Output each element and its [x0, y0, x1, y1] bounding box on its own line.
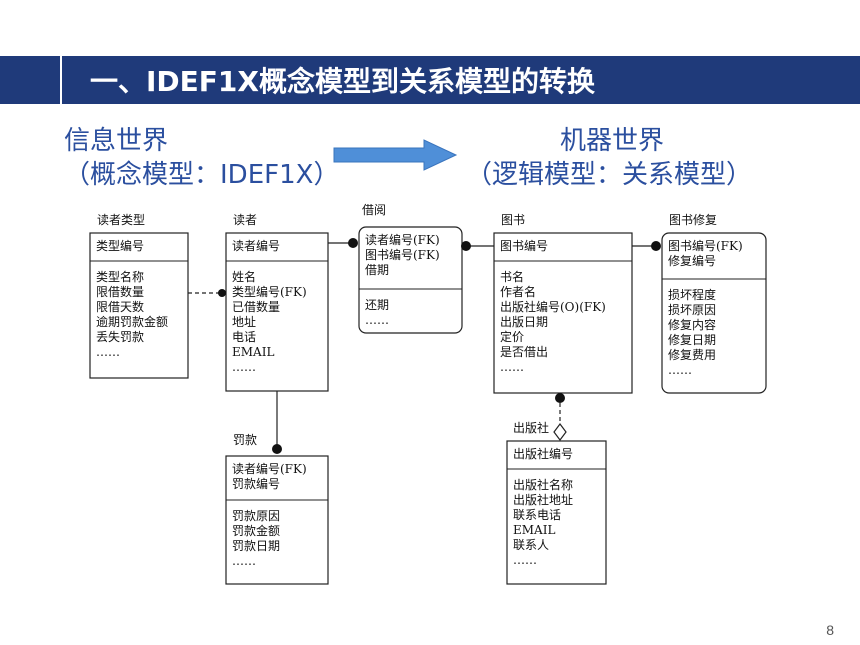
- non-key-attr: 出版日期: [500, 315, 548, 329]
- left-heading-line2: （概念模型：IDEF1X）: [64, 160, 339, 190]
- many-dot-icon: [272, 444, 282, 454]
- entity-name: 读者: [233, 213, 257, 227]
- title-bar: [62, 56, 860, 104]
- entity-book: 图书图书编号书名作者名出版社编号(O)(FK)出版日期定价是否借出……: [493, 213, 633, 394]
- primary-key-attr: 罚款编号: [232, 476, 280, 491]
- non-key-attr: ……: [668, 363, 692, 377]
- primary-key-attr: 出版社编号: [513, 446, 573, 461]
- non-key-attr: 损坏程度: [668, 287, 716, 302]
- primary-key-attr: 图书编号(FK): [365, 247, 440, 262]
- primary-key-attr: 图书编号(FK): [668, 238, 743, 253]
- non-key-attr: 罚款金额: [232, 523, 280, 538]
- non-key-attr: 作者名: [500, 284, 536, 299]
- non-key-attr: 修复费用: [668, 347, 716, 362]
- non-key-attr: ……: [232, 360, 256, 374]
- non-key-attr: 联系电话: [513, 508, 561, 522]
- non-key-attr: 出版社名称: [513, 477, 573, 492]
- non-key-attr: EMAIL: [513, 523, 555, 537]
- left-heading-suffix: ）: [313, 160, 340, 190]
- non-key-attr: 修复日期: [668, 332, 716, 347]
- non-key-attr: ……: [365, 313, 389, 327]
- non-key-attr: 丢失罚款: [96, 329, 144, 344]
- non-key-attr: ……: [513, 553, 537, 567]
- entity-reader-type: 读者类型类型编号类型名称限借数量限借天数逾期罚款金额丢失罚款……: [89, 213, 189, 379]
- non-key-attr: 联系人: [513, 538, 549, 552]
- entity-fine: 罚款读者编号(FK)罚款编号罚款原因罚款金额罚款日期……: [225, 433, 329, 585]
- many-dot-icon: [651, 241, 661, 251]
- primary-key-attr: 读者编号: [232, 238, 280, 253]
- non-key-attr: 姓名: [232, 269, 256, 284]
- entity-name: 读者类型: [97, 213, 145, 227]
- entity-borrow: 借阅读者编号(FK)图书编号(FK)借期还期……: [358, 203, 463, 334]
- optional-diamond-icon: [553, 423, 567, 441]
- primary-key-attr: 图书编号: [500, 238, 548, 253]
- entity-name: 图书修复: [669, 212, 717, 227]
- entity-name: 借阅: [362, 203, 386, 217]
- left-heading-prefix: （概念模型：: [64, 160, 221, 190]
- entity-name: 罚款: [233, 433, 257, 447]
- non-key-attr: 修复内容: [668, 317, 716, 332]
- entity-name: 出版社: [513, 420, 549, 435]
- non-key-attr: 电话: [232, 330, 256, 344]
- many-dot-icon: [555, 393, 565, 403]
- non-key-attr: 限借天数: [96, 299, 144, 314]
- non-key-attr: 书名: [500, 269, 524, 284]
- left-heading-line1: 信息世界: [64, 126, 169, 156]
- primary-key-attr: 读者编号(FK): [365, 232, 440, 247]
- non-key-attr: 罚款日期: [232, 539, 280, 553]
- non-key-attr: 出版社编号(O)(FK): [500, 299, 606, 314]
- page-number: 8: [826, 622, 834, 638]
- primary-key-attr: 类型编号: [96, 238, 144, 253]
- entity-name: 图书: [501, 213, 525, 227]
- non-key-attr: 罚款原因: [232, 509, 280, 523]
- right-heading-line1: 机器世界: [560, 126, 665, 156]
- non-key-attr: 类型编号(FK): [232, 284, 307, 299]
- many-dot-icon: [348, 238, 358, 248]
- left-heading-term: IDEF1X: [220, 160, 314, 190]
- entity-book-repair: 图书修复图书编号(FK)修复编号损坏程度损坏原因修复内容修复日期修复费用……: [661, 212, 767, 394]
- title-bar-accent: [0, 56, 60, 104]
- right-heading-line2: （逻辑模型：关系模型）: [466, 160, 753, 190]
- slide-title: 一、IDEF1X概念模型到关系模型的转换: [90, 65, 595, 98]
- non-key-attr: 损坏原因: [668, 303, 716, 317]
- non-key-attr: 出版社地址: [513, 492, 573, 507]
- entity-publisher: 出版社出版社编号出版社名称出版社地址联系电话EMAIL联系人……: [506, 420, 607, 585]
- primary-key-attr: 修复编号: [668, 253, 716, 268]
- non-key-attr: 限借数量: [96, 284, 144, 299]
- non-key-attr: EMAIL: [232, 345, 274, 359]
- many-dot-icon: [461, 241, 471, 251]
- non-key-attr: ……: [96, 345, 120, 359]
- non-key-attr: 还期: [365, 298, 389, 312]
- right-arrow-icon: [333, 139, 458, 171]
- non-key-attr: 定价: [500, 329, 524, 344]
- many-dot-icon: [218, 289, 226, 297]
- relationships: [188, 238, 661, 454]
- non-key-attr: 逾期罚款金额: [96, 314, 168, 329]
- non-key-attr: 已借数量: [232, 299, 280, 314]
- non-key-attr: ……: [232, 554, 256, 568]
- non-key-attr: 类型名称: [96, 269, 144, 284]
- entity-reader: 读者读者编号姓名类型编号(FK)已借数量地址电话EMAIL……: [225, 213, 329, 392]
- primary-key-attr: 读者编号(FK): [232, 461, 307, 476]
- non-key-attr: 地址: [232, 315, 256, 329]
- non-key-attr: ……: [500, 360, 524, 374]
- primary-key-attr: 借期: [365, 263, 389, 277]
- non-key-attr: 是否借出: [500, 345, 548, 359]
